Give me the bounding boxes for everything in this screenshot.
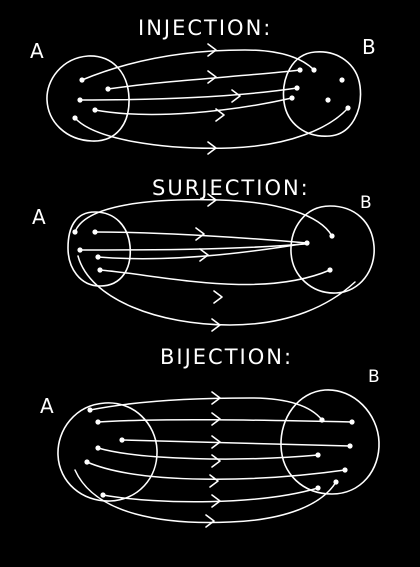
bijection-arrow-7-head	[205, 514, 215, 528]
injection-arrow-1	[81, 49, 315, 81]
bijection-set-a-label: A	[40, 394, 54, 418]
injection-b-element-4	[294, 85, 300, 91]
bijection-arrow-2-head	[211, 412, 221, 426]
bijection-arrow-6-head	[211, 494, 221, 508]
surjection-a-element-2	[92, 229, 98, 235]
bijection-arrow-2	[97, 418, 353, 423]
injection-arrow-3	[79, 87, 298, 101]
surjection-arrow-6	[77, 255, 356, 326]
surjection-b-element-1	[329, 233, 335, 239]
bijection-a-element-6	[100, 492, 106, 498]
injection-a-element-1	[79, 77, 85, 83]
injection-b-element-3	[339, 77, 345, 83]
surjection-b-element-2	[304, 240, 310, 246]
surjection-arrow-2	[94, 231, 308, 244]
bijection-arrow-1-head	[211, 391, 221, 405]
injection-arrow-5	[74, 107, 349, 149]
injection-set-b-outline	[282, 51, 362, 137]
surjection-arrow-3	[79, 243, 306, 251]
injection-a-element-2	[105, 86, 111, 92]
injection-b-element-unmapped	[325, 97, 331, 103]
injection-b-element-2	[297, 67, 303, 73]
injection-a-element-5	[72, 115, 78, 121]
surjection-a-element-3	[77, 247, 83, 253]
bijection-arrow-1	[89, 397, 323, 421]
bijection-a-element-1	[87, 407, 93, 413]
injection-arrow-2	[107, 69, 301, 90]
bijection-a-element-2	[95, 419, 101, 425]
injection-panel: INJECTION: A B	[30, 16, 376, 155]
injection-b-element-1	[311, 67, 317, 73]
bijection-set-b-label: B	[368, 367, 380, 387]
surjection-arrow-2-head	[195, 227, 205, 241]
injection-b-element-6	[345, 105, 351, 111]
surjection-a-element-1	[72, 229, 78, 235]
surjection-arrow-1	[74, 198, 333, 237]
bijection-arrow-5	[86, 461, 346, 480]
bijection-arrow-7	[74, 469, 337, 524]
injection-title: INJECTION:	[138, 16, 272, 40]
surjection-set-a-label: A	[32, 205, 46, 229]
bijection-arrow-6	[102, 487, 319, 503]
bijection-b-element-5	[342, 467, 348, 473]
injection-arrowhead-3	[231, 89, 241, 103]
injection-set-b-label: B	[362, 35, 376, 59]
injection-arrowhead-1	[207, 43, 217, 57]
bijection-arrow-5-head	[209, 474, 219, 488]
surjection-a-element-4	[95, 254, 101, 260]
surjection-arrow-5	[99, 269, 331, 286]
surjection-panel: SURJECTION: A B	[32, 176, 375, 332]
injection-arrowhead-4	[215, 108, 225, 122]
bijection-b-element-6	[333, 479, 339, 485]
bijection-panel: BIJECTION: A B	[40, 345, 380, 528]
bijection-b-element-2	[349, 419, 355, 425]
bijection-b-element-4	[315, 452, 321, 458]
surjection-title: SURJECTION:	[152, 176, 310, 200]
bijection-set-a-outline	[57, 402, 158, 502]
surjection-arrow-1-head	[207, 193, 217, 207]
surjection-set-b-outline	[290, 205, 375, 294]
injection-arrowhead-2	[207, 70, 217, 84]
injection-arrowhead-5	[207, 141, 217, 155]
bijection-b-element-1	[319, 417, 325, 423]
surjection-set-a-outline	[67, 211, 132, 287]
surjection-b-element-3	[327, 267, 333, 273]
injection-a-element-4	[92, 107, 98, 113]
surjection-arrow-4	[97, 242, 308, 260]
injection-set-a-outline	[46, 55, 130, 142]
injection-arrow-4	[94, 97, 293, 116]
injection-a-element-3	[77, 97, 83, 103]
injection-set-a-label: A	[30, 39, 44, 63]
surjection-arrow-5-head	[213, 290, 223, 304]
bijection-a-element-3	[119, 437, 125, 443]
bijection-title: BIJECTION:	[160, 345, 293, 369]
injection-b-element-5	[289, 95, 295, 101]
bijection-arrow-4-head	[211, 454, 221, 468]
bijection-arrow-4	[97, 447, 319, 460]
bijection-a-element-4	[95, 445, 101, 451]
surjection-arrow-6-head	[211, 318, 221, 332]
bijection-arrow-3-head	[211, 435, 221, 449]
bijection-set-b-outline	[280, 389, 380, 495]
bijection-b-element-7	[315, 485, 321, 491]
bijection-arrow-3	[121, 439, 351, 447]
surjection-arrow-3-head	[199, 248, 209, 262]
surjection-a-element-5	[97, 267, 103, 273]
bijection-a-element-5	[84, 459, 90, 465]
bijection-b-element-3	[347, 443, 353, 449]
surjection-set-b-label: B	[360, 193, 372, 213]
